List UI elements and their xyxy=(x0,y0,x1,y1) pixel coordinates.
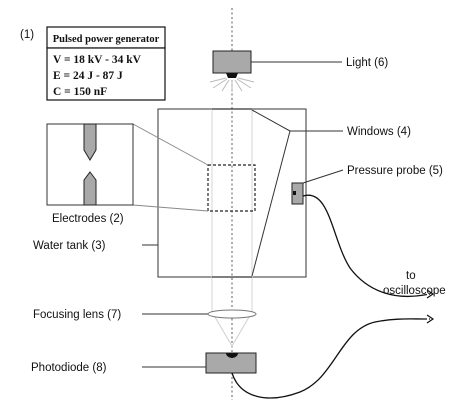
zoom-line-bottom xyxy=(132,204,209,212)
focus-cone xyxy=(211,311,253,347)
pulsed-power-generator: (1) Pulsed power generator V = 18 kV - 3… xyxy=(20,26,166,101)
generator-capacitance: C = 150 nF xyxy=(53,86,107,98)
windows-leader-bottom xyxy=(251,130,291,277)
generator-energy: E = 24 J - 87 J xyxy=(53,70,123,82)
pressure-probe-leader xyxy=(302,169,344,184)
photodiode-label: Photodiode (8) xyxy=(31,362,107,374)
light-rays xyxy=(209,77,255,92)
light-source: Light (6) xyxy=(209,50,388,92)
generator-params-box xyxy=(46,47,166,101)
pressure-probe: Pressure probe (5) xyxy=(291,165,443,299)
pressure-cable-arrowhead xyxy=(426,289,435,299)
photodiode-cable xyxy=(231,318,425,399)
water-tank-label: Water tank (3) xyxy=(33,240,106,252)
generator-voltage: V = 18 kV - 34 kV xyxy=(53,54,142,66)
pressure-probe-sensor xyxy=(293,191,296,195)
light-label: Light (6) xyxy=(346,57,388,69)
electrode-lower xyxy=(83,171,97,206)
pressure-cable-dashed-end xyxy=(423,293,431,296)
electrode-region-box xyxy=(207,164,256,212)
photodiode-sensor xyxy=(226,353,238,358)
windows: Windows (4) xyxy=(212,108,411,278)
electrodes-label: Electrodes (2) xyxy=(52,213,124,225)
to-label: to xyxy=(406,270,416,282)
photodiode: Photodiode (8) xyxy=(31,314,435,399)
focusing-lens-label: Focusing lens (7) xyxy=(33,309,121,321)
pressure-probe-label: Pressure probe (5) xyxy=(347,165,443,177)
pressure-probe-body xyxy=(291,182,304,205)
photodiode-cable-arrowhead xyxy=(426,314,435,324)
generator-number: (1) xyxy=(20,29,34,41)
zoom-line-top xyxy=(132,123,209,166)
light-housing xyxy=(212,50,252,74)
windows-leader-top xyxy=(251,109,291,132)
light-lamp xyxy=(226,73,238,78)
windows-label: Windows (4) xyxy=(347,126,411,138)
pressure-probe-cable xyxy=(302,194,425,298)
focusing-lens: Focusing lens (7) xyxy=(33,309,257,347)
generator-title: Pulsed power generator xyxy=(53,34,160,45)
lens xyxy=(207,309,257,319)
electrodes: Electrodes (2) xyxy=(46,123,256,225)
oscilloscope-label: oscilloscope xyxy=(383,285,446,297)
electrode-upper xyxy=(83,123,97,161)
light-beam xyxy=(211,109,253,312)
